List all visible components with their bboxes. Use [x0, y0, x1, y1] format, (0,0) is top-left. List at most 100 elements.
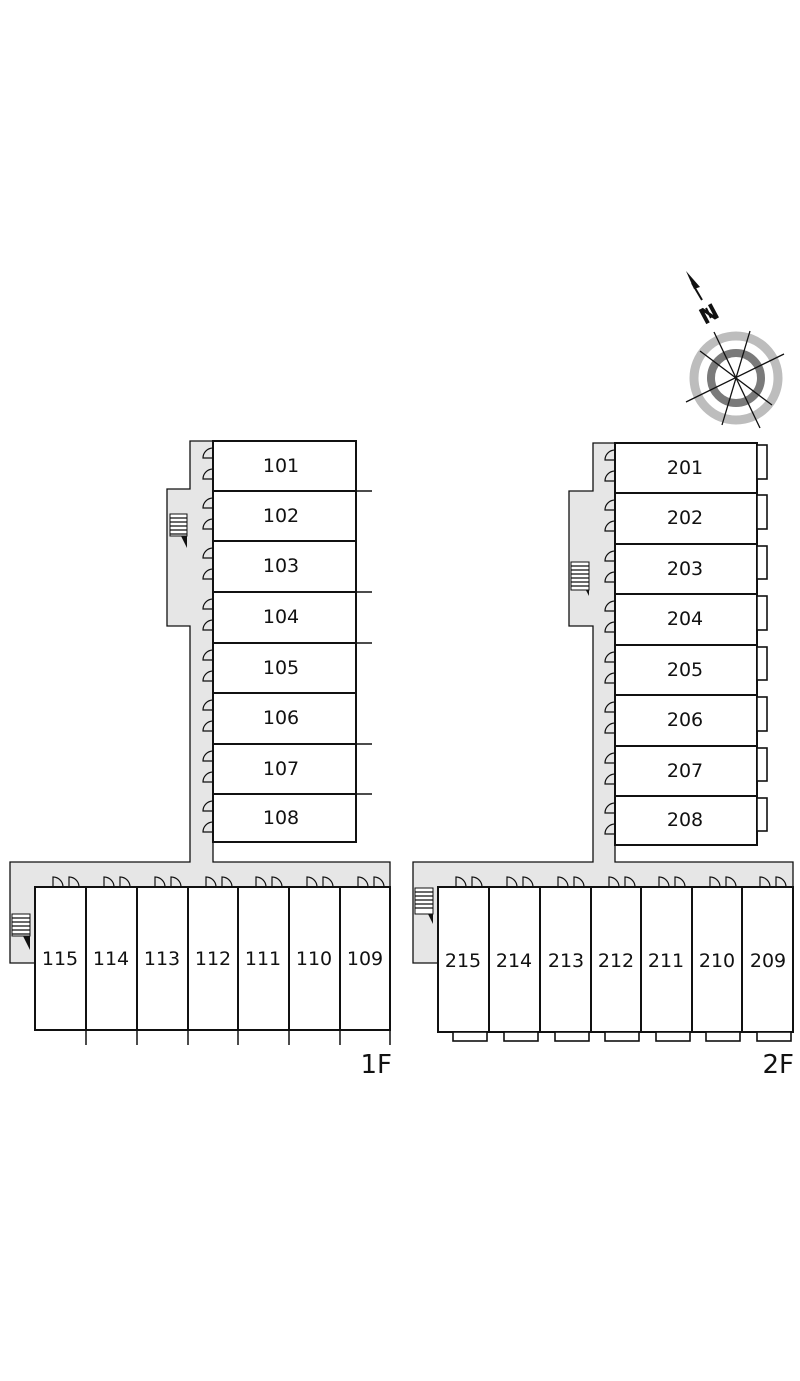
door-icon	[221, 876, 233, 888]
door-icon	[573, 876, 585, 888]
room-108[interactable]: 108	[212, 793, 357, 843]
door-icon	[202, 619, 214, 631]
room-215[interactable]: 215	[437, 886, 490, 1033]
room-number: 205	[667, 659, 703, 681]
room-103[interactable]: 103	[212, 540, 357, 593]
room-109[interactable]: 109	[339, 886, 391, 1031]
room-104[interactable]: 104	[212, 591, 357, 644]
room-number: 114	[93, 948, 129, 970]
room-202[interactable]: 202	[614, 492, 758, 545]
room-206[interactable]: 206	[614, 694, 758, 747]
door-icon	[471, 876, 483, 888]
room-111[interactable]: 111	[237, 886, 290, 1031]
door-icon	[604, 520, 616, 532]
door-icon	[604, 571, 616, 583]
door-icon	[103, 876, 115, 888]
door-icons	[52, 447, 385, 888]
door-icon	[604, 449, 616, 461]
room-114[interactable]: 114	[85, 886, 138, 1031]
room-number: 107	[263, 758, 299, 780]
room-210[interactable]: 210	[691, 886, 743, 1033]
room-113[interactable]: 113	[136, 886, 189, 1031]
door-icons	[455, 449, 787, 888]
room-number: 202	[667, 507, 703, 529]
door-icon	[604, 672, 616, 684]
door-icon	[604, 773, 616, 785]
door-icon	[202, 568, 214, 580]
room-101[interactable]: 101	[212, 440, 357, 492]
wall-stubs	[356, 490, 372, 795]
door-icon	[202, 547, 214, 559]
room-105[interactable]: 105	[212, 642, 357, 694]
room-209[interactable]: 209	[741, 886, 794, 1033]
door-icon	[202, 750, 214, 762]
door-icon	[271, 876, 283, 888]
door-icon	[68, 876, 80, 888]
stairs-icon	[414, 887, 434, 924]
door-icon	[119, 876, 131, 888]
room-106[interactable]: 106	[212, 692, 357, 745]
door-icon	[658, 876, 670, 888]
door-icon	[202, 821, 214, 833]
room-number: 109	[347, 948, 383, 970]
room-112[interactable]: 112	[187, 886, 239, 1031]
door-icon	[306, 876, 318, 888]
room-204[interactable]: 204	[614, 593, 758, 646]
stairs-icon	[570, 561, 590, 596]
floor-label: 1F	[361, 1050, 393, 1080]
door-icon	[604, 701, 616, 713]
room-211[interactable]: 211	[640, 886, 693, 1033]
room-number: 214	[496, 950, 532, 972]
door-icon	[604, 722, 616, 734]
door-icon	[202, 598, 214, 610]
room-number: 215	[445, 950, 481, 972]
door-icon	[604, 600, 616, 612]
door-icon	[557, 876, 569, 888]
door-icon	[357, 876, 369, 888]
room-110[interactable]: 110	[288, 886, 341, 1031]
room-212[interactable]: 212	[590, 886, 642, 1033]
room-201[interactable]: 201	[614, 442, 758, 494]
room-number: 106	[263, 707, 299, 729]
room-number: 209	[750, 950, 786, 972]
room-number: 104	[263, 606, 299, 628]
room-207[interactable]: 207	[614, 745, 758, 797]
room-number: 102	[263, 505, 299, 527]
door-icon	[604, 499, 616, 511]
door-icon	[202, 720, 214, 732]
floor-label: 2F	[763, 1050, 795, 1080]
door-icon	[759, 876, 771, 888]
door-icon	[202, 447, 214, 459]
door-icon	[322, 876, 334, 888]
door-icon	[604, 550, 616, 562]
room-203[interactable]: 203	[614, 543, 758, 595]
door-icon	[202, 771, 214, 783]
room-number: 212	[598, 950, 634, 972]
room-number: 110	[296, 948, 332, 970]
floor-2f: 201 202 203 204 205 206 207 208	[412, 442, 795, 1080]
door-icon	[52, 876, 64, 888]
door-icon	[624, 876, 636, 888]
door-icon	[202, 497, 214, 509]
room-214[interactable]: 214	[488, 886, 541, 1033]
door-icon	[170, 876, 182, 888]
door-icon	[709, 876, 721, 888]
room-205[interactable]: 205	[614, 644, 758, 696]
stairs-icon	[11, 913, 31, 950]
room-107[interactable]: 107	[212, 743, 357, 795]
room-115[interactable]: 115	[34, 886, 87, 1031]
room-213[interactable]: 213	[539, 886, 592, 1033]
door-icon	[604, 823, 616, 835]
room-number: 206	[667, 709, 703, 731]
room-208[interactable]: 208	[614, 795, 758, 846]
room-102[interactable]: 102	[212, 490, 357, 542]
room-number: 101	[263, 455, 299, 477]
north-arrow-icon	[686, 271, 712, 319]
north-label: N	[696, 300, 724, 331]
door-icon	[608, 876, 620, 888]
room-number: 210	[699, 950, 735, 972]
door-icon	[154, 876, 166, 888]
door-icon	[522, 876, 534, 888]
room-number: 207	[667, 760, 703, 782]
